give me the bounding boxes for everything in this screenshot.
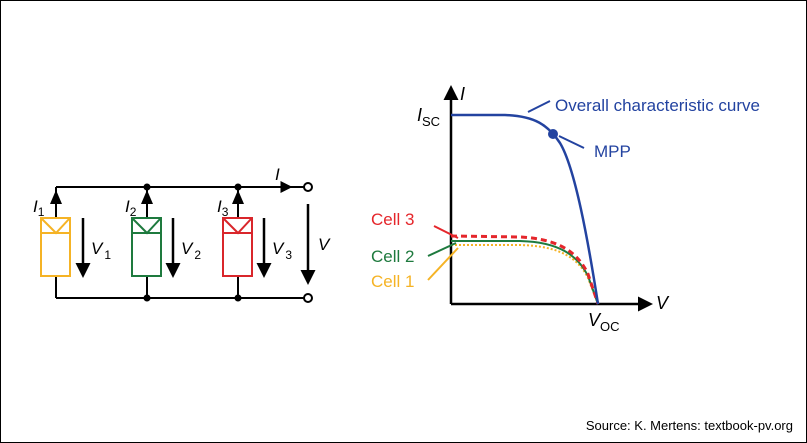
cell-2-curve [451,240,599,305]
overall-characteristic-curve [451,113,600,305]
total-voltage-label: V [318,235,331,254]
mpp-point [548,129,558,139]
voc-label: VOC [588,310,620,334]
cell-2-leader [427,242,457,257]
cell-1-curve [451,244,599,305]
iv-characteristic-graph: I V ISC VOC Overall characteristic curve… [371,84,760,334]
total-current-label: I [275,165,280,184]
cell-3-diode-symbol [223,218,252,235]
isc-label: ISC [417,105,440,129]
cell-1-label: Cell 1 [371,272,414,291]
mpp-label: MPP [594,142,631,161]
cell-3-current-label: I3 [217,197,229,219]
cell-2-label: Cell 2 [371,247,414,266]
cell-1-current-label: I1 [33,197,45,219]
y-axis-label: I [460,84,465,104]
cell-1-leader [427,247,459,281]
cell-2-solar-cell-icon [131,217,162,277]
cell-3-current-arrowhead [232,190,244,204]
cell-3-leader [433,225,459,239]
cell-1-current-arrowhead [50,190,62,204]
overall-curve-leader [527,100,551,113]
source-credit: Source: K. Mertens: textbook-pv.org [585,418,793,433]
mpp-leader [558,135,585,149]
cell-1-solar-cell-icon [40,217,71,277]
cell-2-diode-symbol [132,218,161,235]
cell-3-label: Cell 3 [371,210,414,229]
top-terminal [303,182,313,192]
overall-curve-label: Overall characteristic curve [555,96,760,115]
cell-3-curve [450,234,600,305]
bottom-terminal [303,293,313,303]
cell-1-diode-symbol [41,218,70,235]
cell-3-solar-cell-icon [222,217,253,277]
cell-2-current-arrowhead [141,190,153,204]
cell-2-current-label: I2 [125,197,137,219]
x-axis-label: V [656,293,670,313]
